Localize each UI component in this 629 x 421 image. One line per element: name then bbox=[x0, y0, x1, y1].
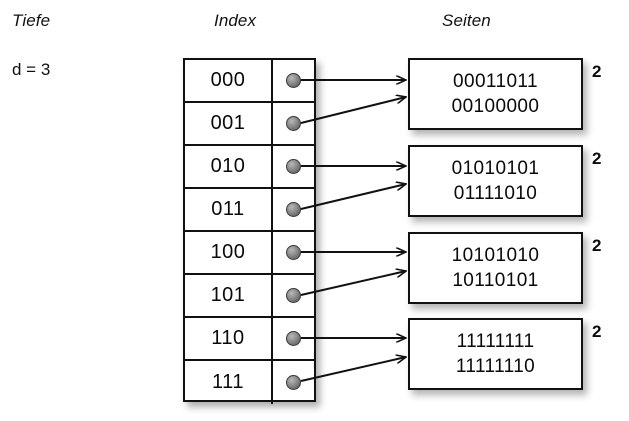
pointer-arrow bbox=[300, 184, 406, 210]
page-line: 01010101 bbox=[451, 157, 540, 179]
index-key: 100 bbox=[185, 232, 273, 273]
page-block: 01010101 01111010 bbox=[408, 145, 583, 217]
index-key: 000 bbox=[185, 60, 273, 101]
filled-circle-icon bbox=[286, 159, 301, 174]
index-row: 111 bbox=[185, 361, 314, 404]
index-key: 110 bbox=[185, 318, 273, 359]
column-header-tiefe: Tiefe bbox=[12, 11, 51, 30]
page-line: 11111111 bbox=[456, 330, 535, 352]
index-row: 001 bbox=[185, 103, 314, 146]
filled-circle-icon bbox=[286, 375, 301, 390]
page-count-label: 2 bbox=[592, 149, 602, 168]
page-block: 10101010 10110101 bbox=[408, 232, 583, 304]
index-row: 101 bbox=[185, 275, 314, 318]
column-header-index: Index bbox=[214, 11, 257, 30]
page-count-label: 2 bbox=[592, 322, 602, 341]
index-pointer-cell bbox=[273, 146, 314, 187]
index-pointer-cell bbox=[273, 189, 314, 230]
page-line: 10110101 bbox=[452, 269, 539, 291]
filled-circle-icon bbox=[286, 116, 301, 131]
index-row: 010 bbox=[185, 146, 314, 189]
page-block: 11111111 11111110 bbox=[408, 318, 583, 390]
depth-value-label: d = 3 bbox=[12, 60, 51, 79]
filled-circle-icon bbox=[286, 73, 301, 88]
index-pointer-cell bbox=[273, 103, 314, 144]
index-pointer-cell bbox=[273, 361, 314, 404]
filled-circle-icon bbox=[286, 288, 301, 303]
column-header-seiten: Seiten bbox=[442, 11, 491, 30]
filled-circle-icon bbox=[286, 245, 301, 260]
page-line: 00011011 bbox=[453, 70, 538, 92]
page-line: 10101010 bbox=[451, 244, 540, 266]
index-directory-table: 000 001 010 011 100 bbox=[183, 58, 316, 404]
index-row: 000 bbox=[185, 60, 314, 103]
index-key: 101 bbox=[185, 275, 273, 316]
filled-circle-icon bbox=[286, 202, 301, 217]
index-pointer-cell bbox=[273, 60, 314, 101]
index-pointer-cell bbox=[273, 232, 314, 273]
index-row: 110 bbox=[185, 318, 314, 361]
page-line: 00100000 bbox=[451, 95, 540, 117]
page-line: 11111110 bbox=[455, 355, 536, 377]
index-row: 011 bbox=[185, 189, 314, 232]
filled-circle-icon bbox=[286, 331, 301, 346]
page-count-label: 2 bbox=[592, 236, 602, 255]
index-key: 001 bbox=[185, 103, 273, 144]
pointer-arrow bbox=[300, 357, 406, 382]
index-pointer-cell bbox=[273, 318, 314, 359]
index-key: 011 bbox=[185, 189, 273, 230]
index-row: 100 bbox=[185, 232, 314, 275]
index-pointer-cell bbox=[273, 275, 314, 316]
page-block: 00011011 00100000 bbox=[408, 58, 583, 130]
index-key: 010 bbox=[185, 146, 273, 187]
pointer-arrow bbox=[300, 97, 406, 124]
page-count-label: 2 bbox=[592, 62, 602, 81]
index-key: 111 bbox=[185, 361, 273, 404]
pointer-arrow bbox=[300, 271, 406, 296]
page-line: 01111010 bbox=[453, 182, 538, 204]
